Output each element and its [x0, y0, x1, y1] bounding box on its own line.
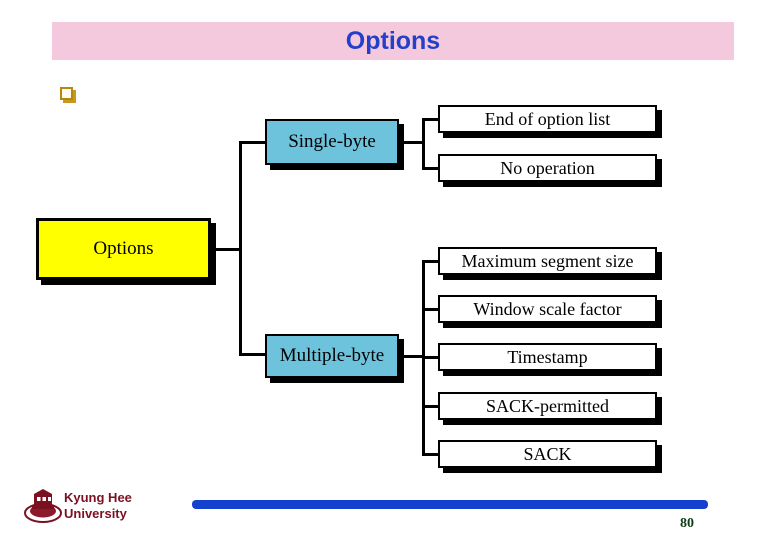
- square-bullet-icon: [60, 87, 73, 100]
- title-band: [52, 22, 734, 60]
- page-title: Options: [345, 27, 441, 55]
- connector-multiple-byte-arm-1: [422, 260, 440, 263]
- connector-single-byte-vertical: [422, 118, 425, 170]
- connector-trunk-to-single-byte: [239, 141, 267, 144]
- university-logo: [24, 489, 64, 525]
- connector-multiple-byte-stub: [400, 355, 425, 358]
- connector-root-stub: [210, 248, 242, 251]
- connector-single-byte-arm-1: [422, 118, 440, 121]
- node-timestamp[interactable]: Timestamp: [438, 343, 657, 371]
- node-maximum-segment-size[interactable]: Maximum segment size: [438, 247, 657, 275]
- crest-icon: [24, 489, 62, 523]
- footer-university-name: Kyung Hee University: [64, 490, 184, 522]
- node-single-byte[interactable]: Single-byte: [265, 119, 399, 165]
- node-end-of-option-list[interactable]: End of option list: [438, 105, 657, 133]
- connector-single-byte-arm-2: [422, 167, 440, 170]
- footer-university-line-1: Kyung Hee: [64, 490, 132, 505]
- node-multiple-byte[interactable]: Multiple-byte: [265, 334, 399, 378]
- connector-multiple-byte-arm-5: [422, 453, 440, 456]
- connector-multiple-byte-arm-4: [422, 405, 440, 408]
- footer-university-line-2: University: [64, 506, 127, 521]
- footer-rule: [192, 500, 708, 509]
- node-no-operation[interactable]: No operation: [438, 154, 657, 182]
- connector-multiple-byte-arm-2: [422, 308, 440, 311]
- node-sack[interactable]: SACK: [438, 440, 657, 468]
- connector-trunk-to-multiple-byte: [239, 353, 267, 356]
- node-sack-permitted[interactable]: SACK-permitted: [438, 392, 657, 420]
- connector-trunk-vertical: [239, 143, 242, 356]
- connector-multiple-byte-arm-3: [422, 356, 440, 359]
- node-window-scale-factor[interactable]: Window scale factor: [438, 295, 657, 323]
- node-options-root[interactable]: Options: [36, 218, 211, 280]
- connector-single-byte-stub: [400, 141, 425, 144]
- page-number: 80: [680, 516, 694, 531]
